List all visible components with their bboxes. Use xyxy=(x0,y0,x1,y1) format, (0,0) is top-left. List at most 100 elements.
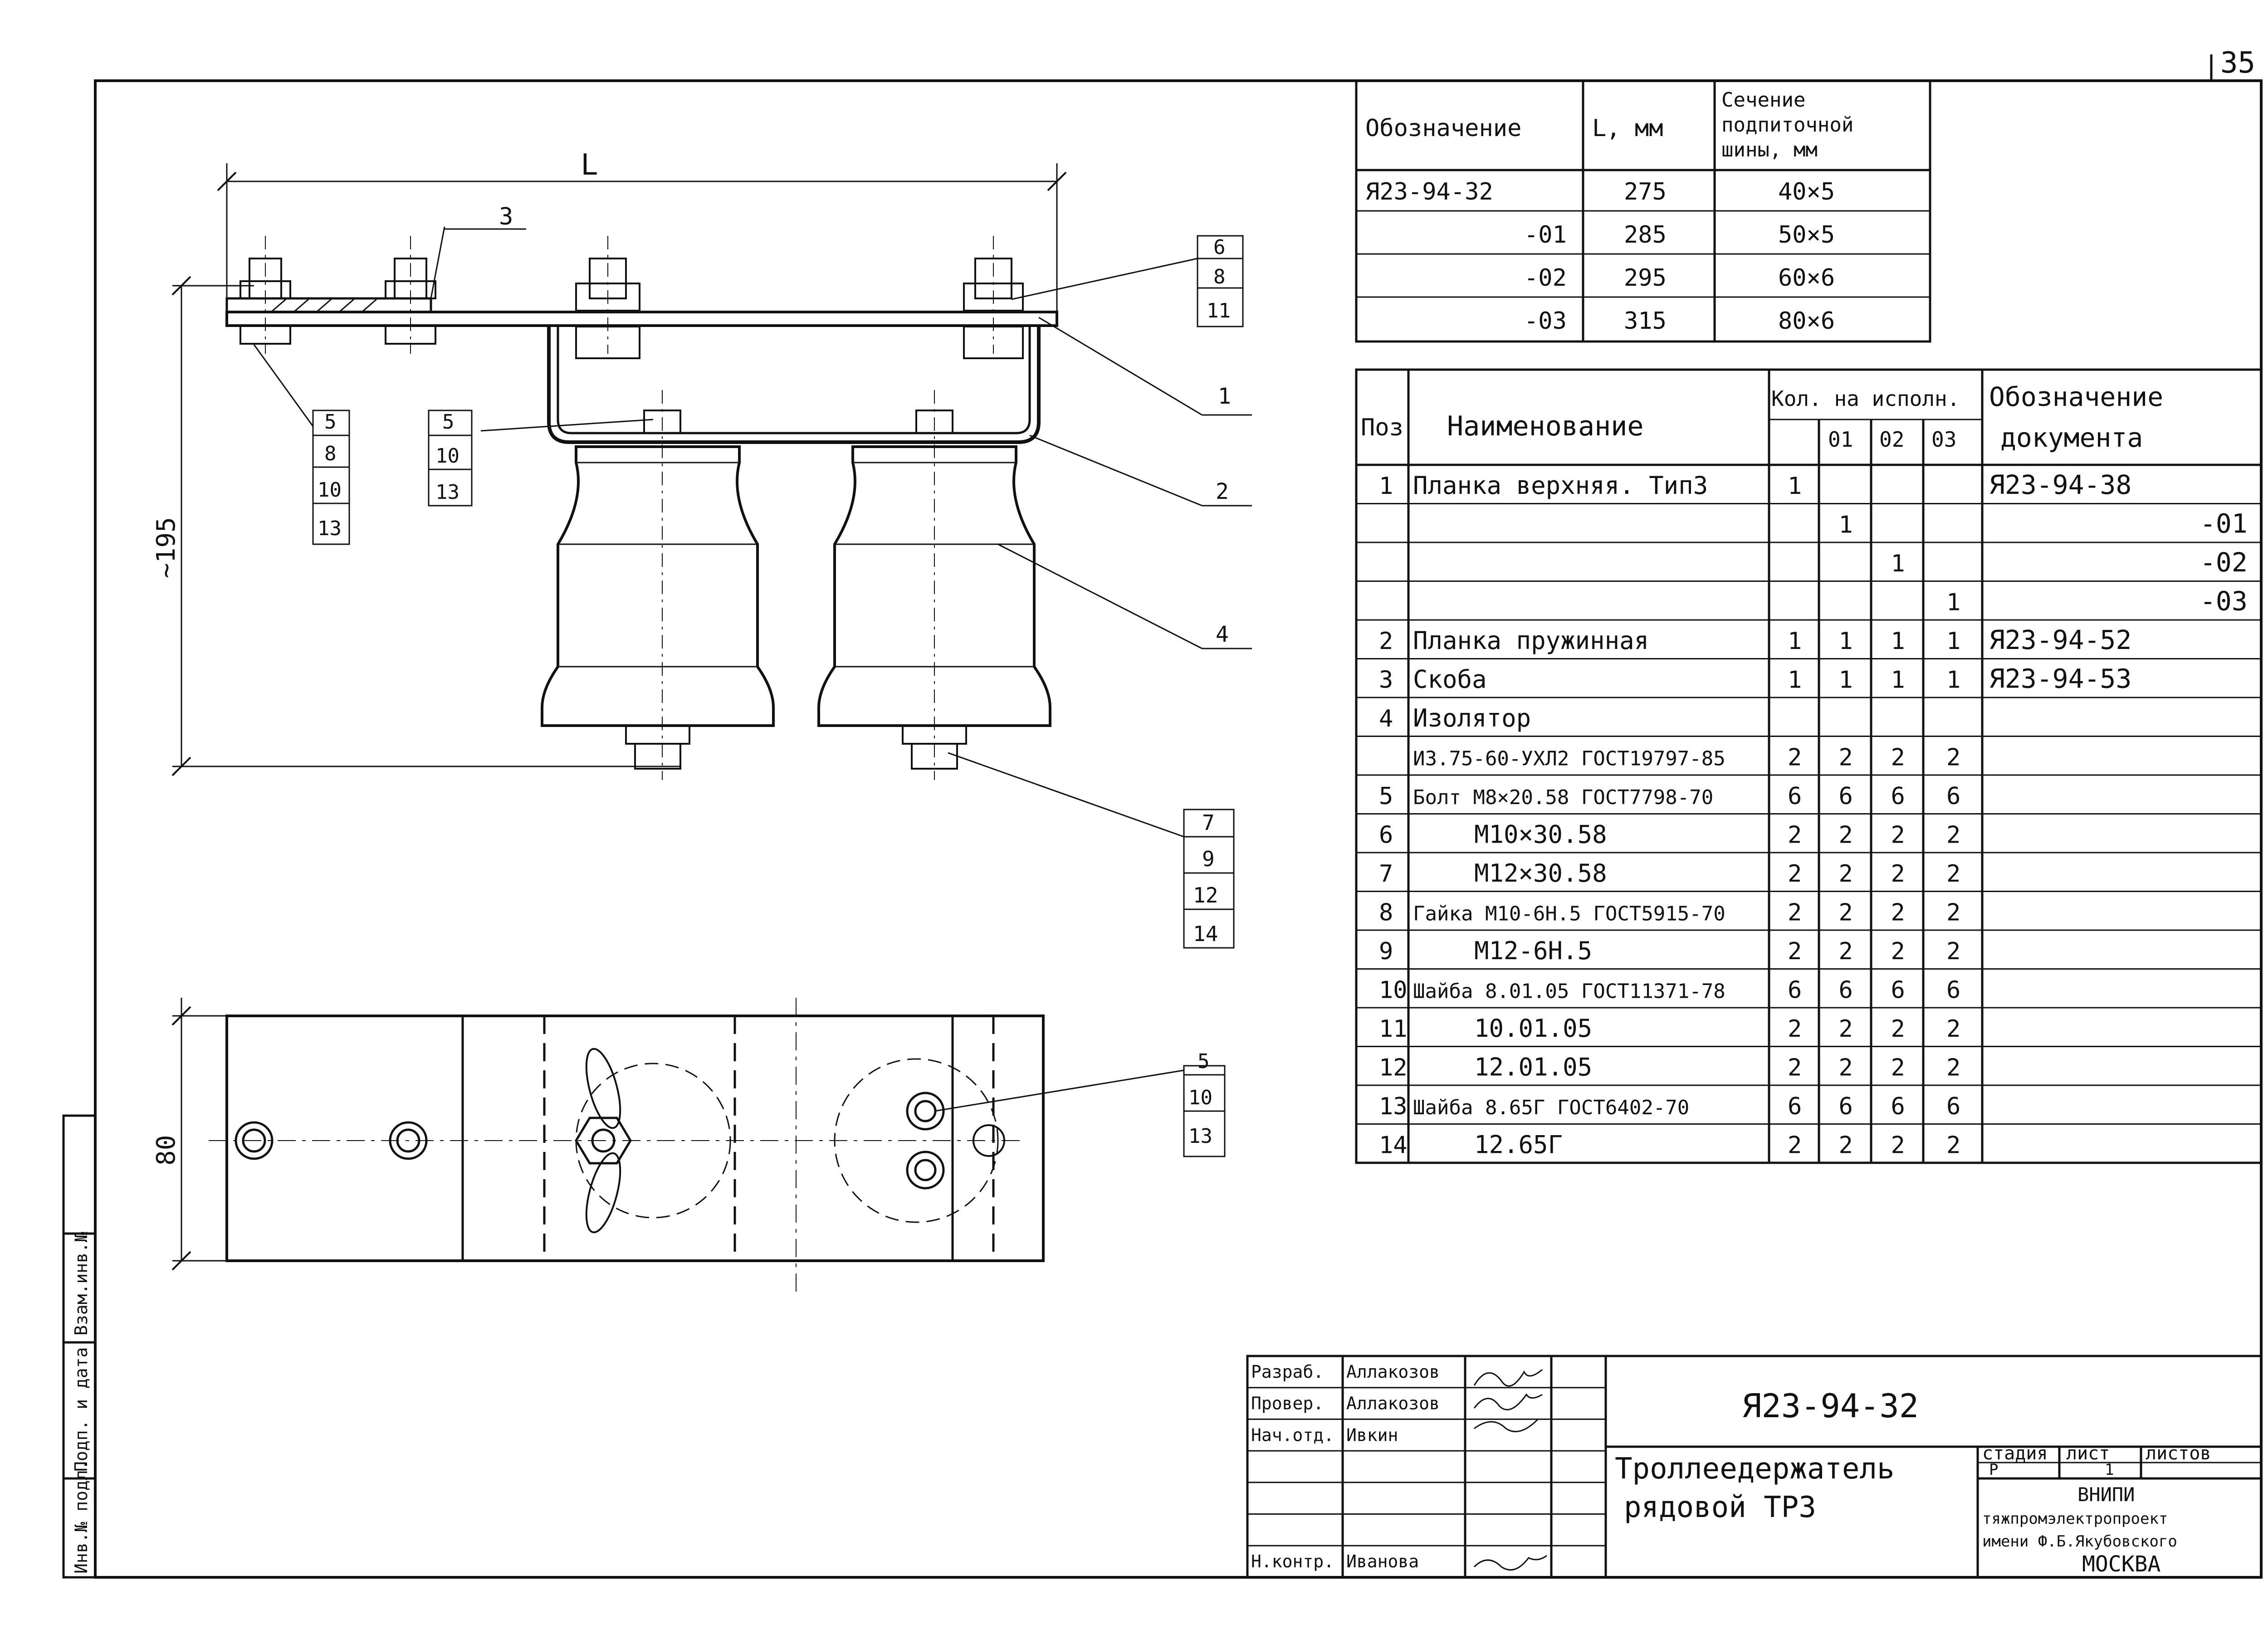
spec-qty: 1 xyxy=(1788,667,1802,694)
spec-header-name: Наименование xyxy=(1447,410,1643,442)
exec-row-section: 80×6 xyxy=(1778,307,1835,335)
exec-header-designation: Обозначение xyxy=(1365,115,1521,142)
svg-text:5: 5 xyxy=(324,410,337,434)
exec-row-length: 285 xyxy=(1624,221,1667,249)
exec-row-designation: Я23-94-32 xyxy=(1365,178,1493,205)
spec-name: Гайка М10-6Н.5 ГОСТ5915-70 xyxy=(1413,902,1725,926)
spec-qty: 2 xyxy=(1946,899,1960,927)
spec-qty: 2 xyxy=(1946,1132,1960,1159)
spec-qty: 1 xyxy=(1946,628,1960,655)
side-stamp: Инв.№ подл. Подп. и дата Взам.инв.№ xyxy=(62,1114,97,1579)
spec-doc: Я23-94-53 xyxy=(1989,663,2131,694)
spec-qty: 1 xyxy=(1891,667,1905,694)
spec-pos: 7 xyxy=(1379,860,1393,888)
callout-5-10-13-mid: 5 10 13 xyxy=(428,410,473,507)
svg-text:10: 10 xyxy=(1188,1086,1212,1109)
spec-qty: 6 xyxy=(1946,1093,1960,1120)
title-block-role-row: Н.контр.Иванова xyxy=(1251,1551,1419,1571)
spec-qty: 2 xyxy=(1788,899,1802,927)
spec-name: Шайба 8.01.05 ГОСТ11371-78 xyxy=(1413,980,1725,1003)
title-block-role-row: Провер.Аллакозов xyxy=(1251,1394,1440,1414)
sheets-value: 1 xyxy=(2105,1461,2114,1479)
spec-header-qty-02: 02 xyxy=(1879,427,1904,452)
spec-qty: 2 xyxy=(1839,860,1853,888)
spec-name: М12-6Н.5 xyxy=(1474,937,1592,965)
spec-header-doc-1: Обозначение xyxy=(1989,381,2163,412)
exec-row-length: 295 xyxy=(1624,264,1667,292)
role-name: Аллакозов xyxy=(1346,1362,1440,1382)
org-line-2: тяжпромэлектропроект xyxy=(1982,1510,2168,1528)
role-label: Разраб. xyxy=(1251,1362,1324,1382)
spec-qty: 1 xyxy=(1839,667,1853,694)
callout-1: 1 xyxy=(1202,384,1252,416)
spec-qty: 2 xyxy=(1946,822,1960,849)
spec-qty: 1 xyxy=(1891,550,1905,577)
spec-pos: 2 xyxy=(1379,628,1393,655)
svg-text:12: 12 xyxy=(1193,883,1218,907)
spec-qty: 6 xyxy=(1946,977,1960,1004)
spec-qty: 2 xyxy=(1788,744,1802,771)
spec-qty: 2 xyxy=(1839,938,1853,965)
spec-qty: 2 xyxy=(1891,1132,1905,1159)
spec-header-qty: Кол. на исполн. xyxy=(1771,386,1960,411)
stage-value: Р xyxy=(1989,1461,1998,1479)
spec-qty: 6 xyxy=(1788,1093,1802,1120)
callout-4: 4 xyxy=(1202,622,1252,649)
callout-2: 2 xyxy=(1202,479,1252,507)
callout-5-8-10-13: 5 8 10 13 xyxy=(312,410,350,545)
spec-row: 1-02 xyxy=(1891,547,2248,578)
callout-6-8-11: 6 8 11 xyxy=(1197,235,1244,327)
callout-plan-5-10-13: 5 10 13 xyxy=(1183,1050,1226,1157)
spec-row: 1-03 xyxy=(1946,586,2248,617)
spec-name: Планка верхняя. Тип3 xyxy=(1413,471,1708,500)
spec-qty: 2 xyxy=(1891,938,1905,965)
spec-name: Шайба 8.65Г ГОСТ6402-70 xyxy=(1413,1096,1689,1119)
side-stamp-inv: Инв.№ подл. xyxy=(71,1459,91,1574)
spec-qty: 6 xyxy=(1839,977,1853,1004)
spec-name: Изолятор xyxy=(1413,704,1531,732)
title-block-code: Я23-94-32 xyxy=(1742,1387,1919,1425)
spec-qty: 2 xyxy=(1839,744,1853,771)
spec-qty: 2 xyxy=(1946,1015,1960,1043)
svg-text:11: 11 xyxy=(1207,299,1231,322)
spec-table: Поз Наименование Кол. на исполн. 01 02 0… xyxy=(1355,368,2263,1164)
svg-text:1: 1 xyxy=(1218,384,1231,409)
exec-header-length: L, мм xyxy=(1592,115,1663,142)
spec-pos: 10 xyxy=(1379,977,1408,1004)
spec-pos: 13 xyxy=(1379,1093,1408,1120)
spec-qty: 1 xyxy=(1946,589,1960,616)
exec-row-section: 50×5 xyxy=(1778,221,1835,249)
org-line-3: имени Ф.Б.Якубовского xyxy=(1982,1532,2177,1551)
spec-name: М10×30.58 xyxy=(1474,820,1607,849)
spec-qty: 2 xyxy=(1839,1015,1853,1043)
spec-name: ИЗ.75-60-УХЛ2 ГОСТ19797-85 xyxy=(1413,747,1725,771)
spec-name: М12×30.58 xyxy=(1474,859,1607,888)
spec-qty: 2 xyxy=(1891,860,1905,888)
exec-header-section-3: шины, мм xyxy=(1721,138,1818,161)
spec-row: 1-01 xyxy=(1839,508,2248,539)
spec-qty: 2 xyxy=(1839,1054,1853,1082)
signature-marks xyxy=(1473,1369,1547,1571)
spec-header-qty-03: 03 xyxy=(1931,427,1956,452)
callout-7-9-12-14: 7 9 12 14 xyxy=(1183,809,1235,949)
role-label: Провер. xyxy=(1251,1394,1324,1414)
title-block-role-row: Разраб. Аллакозов xyxy=(1251,1362,1440,1382)
spec-pos: 6 xyxy=(1379,822,1393,849)
spec-qty: 2 xyxy=(1891,744,1905,771)
exec-row-length: 275 xyxy=(1624,178,1667,205)
spec-qty: 2 xyxy=(1946,1054,1960,1082)
exec-row-section: 40×5 xyxy=(1778,178,1835,205)
spec-name: 10.01.05 xyxy=(1474,1014,1592,1043)
spec-pos: 3 xyxy=(1379,667,1393,694)
spec-qty: 2 xyxy=(1788,938,1802,965)
spec-qty: 1 xyxy=(1891,628,1905,655)
role-name: Ивкин xyxy=(1346,1425,1398,1445)
spec-qty: 2 xyxy=(1891,1015,1905,1043)
